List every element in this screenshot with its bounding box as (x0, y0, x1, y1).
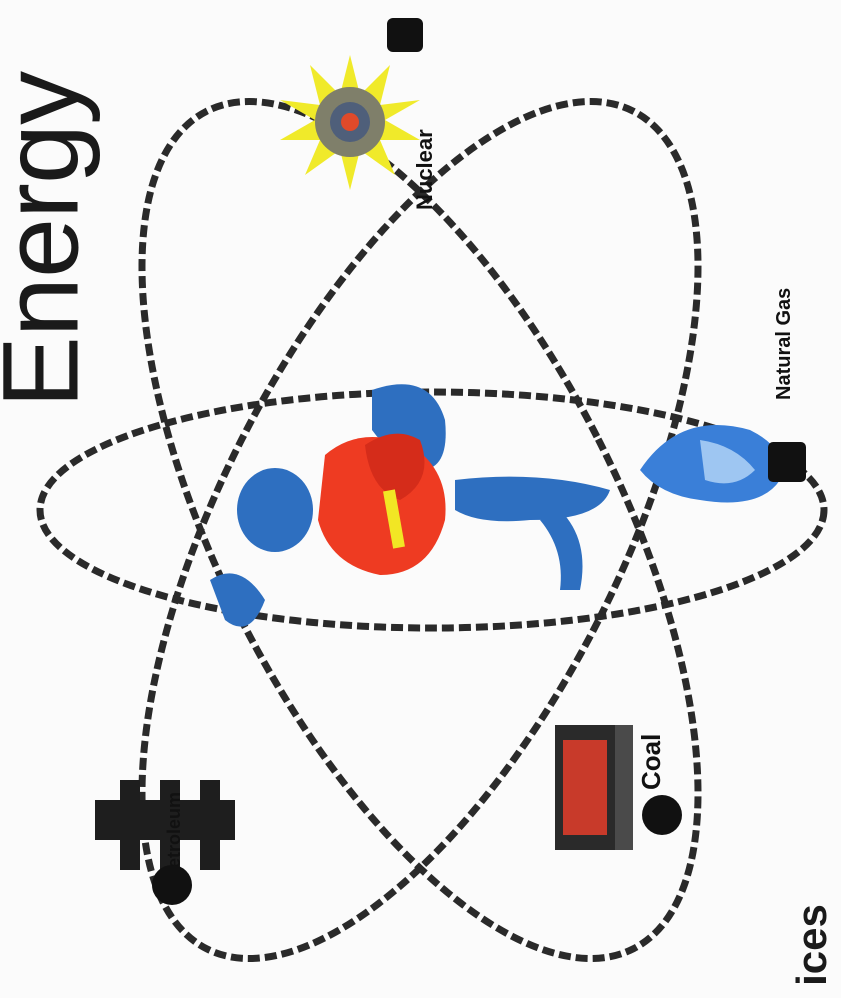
label-nuclear: Nuclear (412, 129, 437, 210)
label-coal: Coal (636, 734, 666, 790)
electron-right (768, 442, 806, 482)
oil-derrick-icon: Petroleum (95, 780, 235, 880)
electron-top (387, 18, 423, 52)
coal-icon: Coal (555, 725, 666, 850)
nucleus (210, 384, 610, 626)
electron-petroleum (152, 865, 192, 905)
nuclear-icon: Nuclear (280, 55, 437, 210)
label-natural-gas: Natural Gas (773, 288, 795, 400)
electron-coal (642, 795, 682, 835)
